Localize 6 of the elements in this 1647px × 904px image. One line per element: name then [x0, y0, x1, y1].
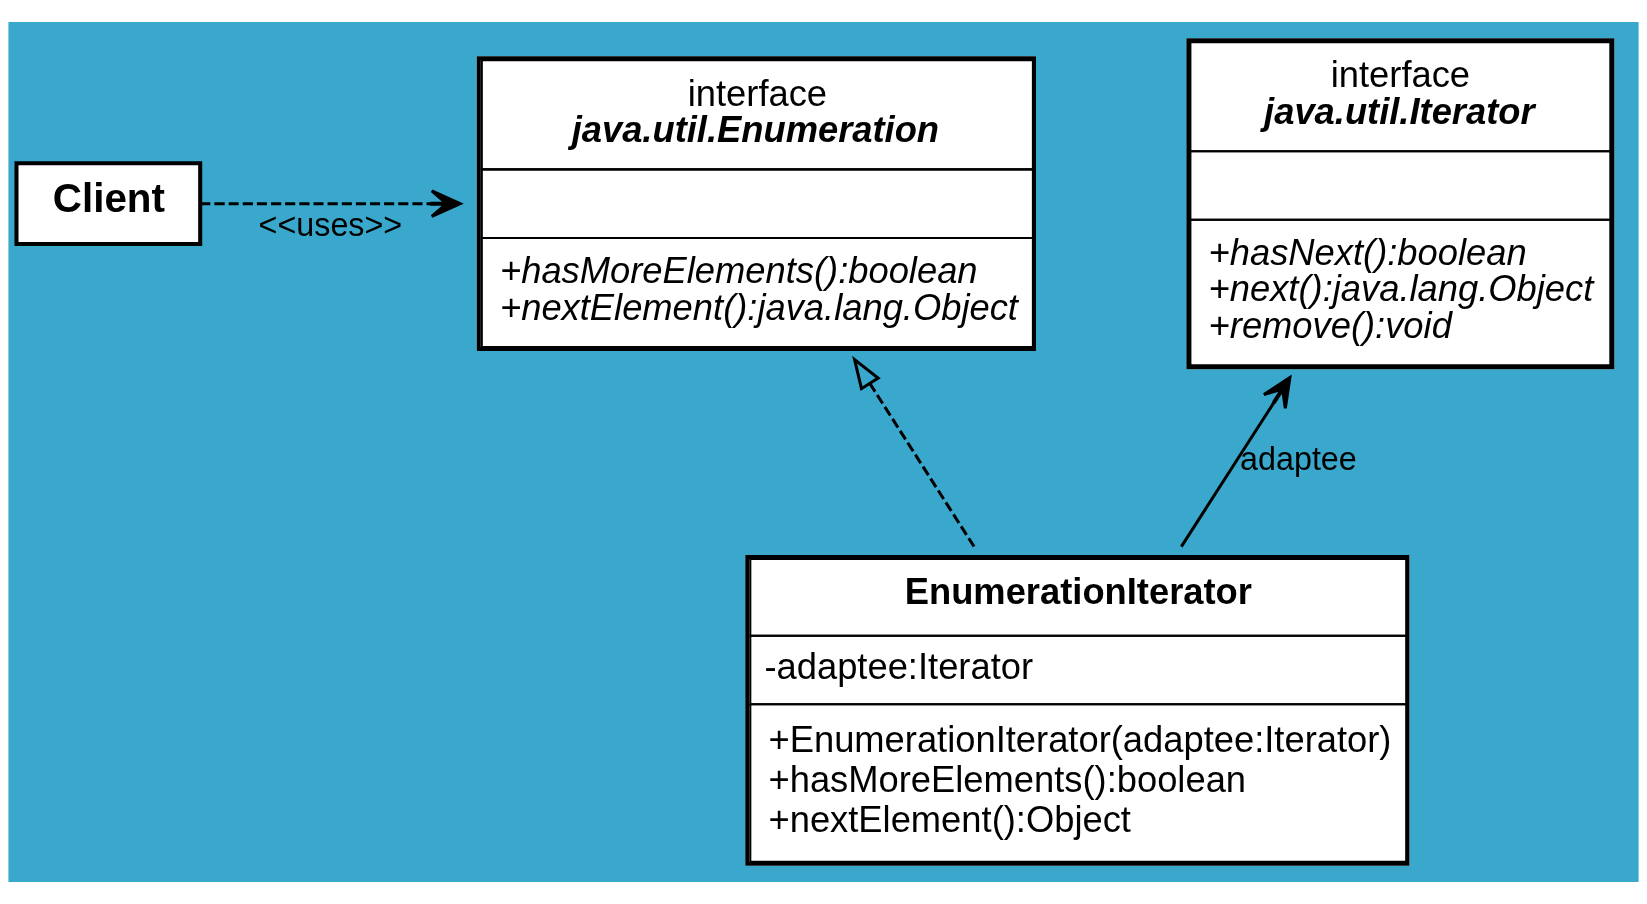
edge-label: <<uses>> [258, 206, 403, 243]
arrow [852, 355, 976, 548]
node-box: Client [14, 161, 203, 247]
arrow [200, 189, 462, 218]
edge-label: adaptee [1240, 440, 1357, 477]
arrow [1180, 376, 1292, 548]
